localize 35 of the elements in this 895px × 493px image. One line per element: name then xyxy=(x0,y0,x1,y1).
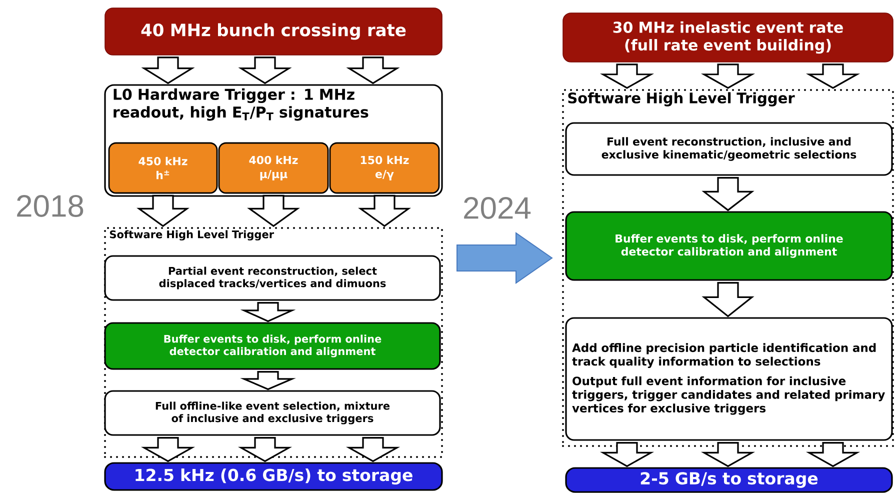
rate-banner: 40 MHz bunch crossing rate xyxy=(104,8,442,56)
year-label: 2018 xyxy=(17,195,84,217)
process-box: Buffer events to disk, perform online detector calibration and alignment xyxy=(565,211,893,281)
block-arrow xyxy=(700,442,756,468)
year-label: 2024 xyxy=(464,197,531,219)
process-box: Buffer events to disk, perform online detector calibration and alignment xyxy=(104,322,441,370)
block-arrow xyxy=(140,437,196,462)
block-arrow xyxy=(238,437,292,462)
block-arrow xyxy=(240,302,296,322)
block-arrow xyxy=(806,442,860,468)
block-arrow xyxy=(346,56,400,84)
block-arrow xyxy=(702,282,754,318)
process-box: Partial event reconstruction, select displaced tracks/vertices and dimuons xyxy=(104,255,441,301)
block-arrow xyxy=(700,64,756,89)
output-banner: 12.5 kHz (0.6 GB/s) to storage xyxy=(104,462,443,491)
process-box: Full event reconstruction, inclusive and exclusive kinematic/geometric selections xyxy=(565,122,893,176)
process-box: Full offline-like event selection, mixture of inclusive and exclusive triggers xyxy=(104,390,441,436)
rate-box: 400 kHz μ/μμ xyxy=(218,142,329,194)
block-arrow xyxy=(358,194,411,227)
block-arrow xyxy=(600,64,654,89)
block-arrow xyxy=(240,371,296,390)
block-arrow xyxy=(600,442,654,468)
block-arrow xyxy=(141,56,195,84)
block-arrow xyxy=(456,232,553,284)
block-arrow xyxy=(247,194,300,227)
block-arrow xyxy=(702,177,754,212)
rate-box: 450 kHz h$^{±}$ xyxy=(108,142,218,194)
block-arrow xyxy=(346,437,400,462)
block-arrow xyxy=(238,56,292,84)
rate-banner: 30 MHz inelastic event rate (full rate event building) xyxy=(562,12,894,62)
block-arrow xyxy=(806,64,860,89)
rate-box: 150 kHz e/γ xyxy=(329,142,440,194)
output-banner: 2-5 GB/s to storage xyxy=(565,467,893,493)
block-arrow xyxy=(136,194,190,227)
process-box: Add offline precision particle identification and track quality information to selections Output full event information for inclusive triggers, trigger candidates and related primary vertices for exclusive triggers xyxy=(565,317,893,441)
